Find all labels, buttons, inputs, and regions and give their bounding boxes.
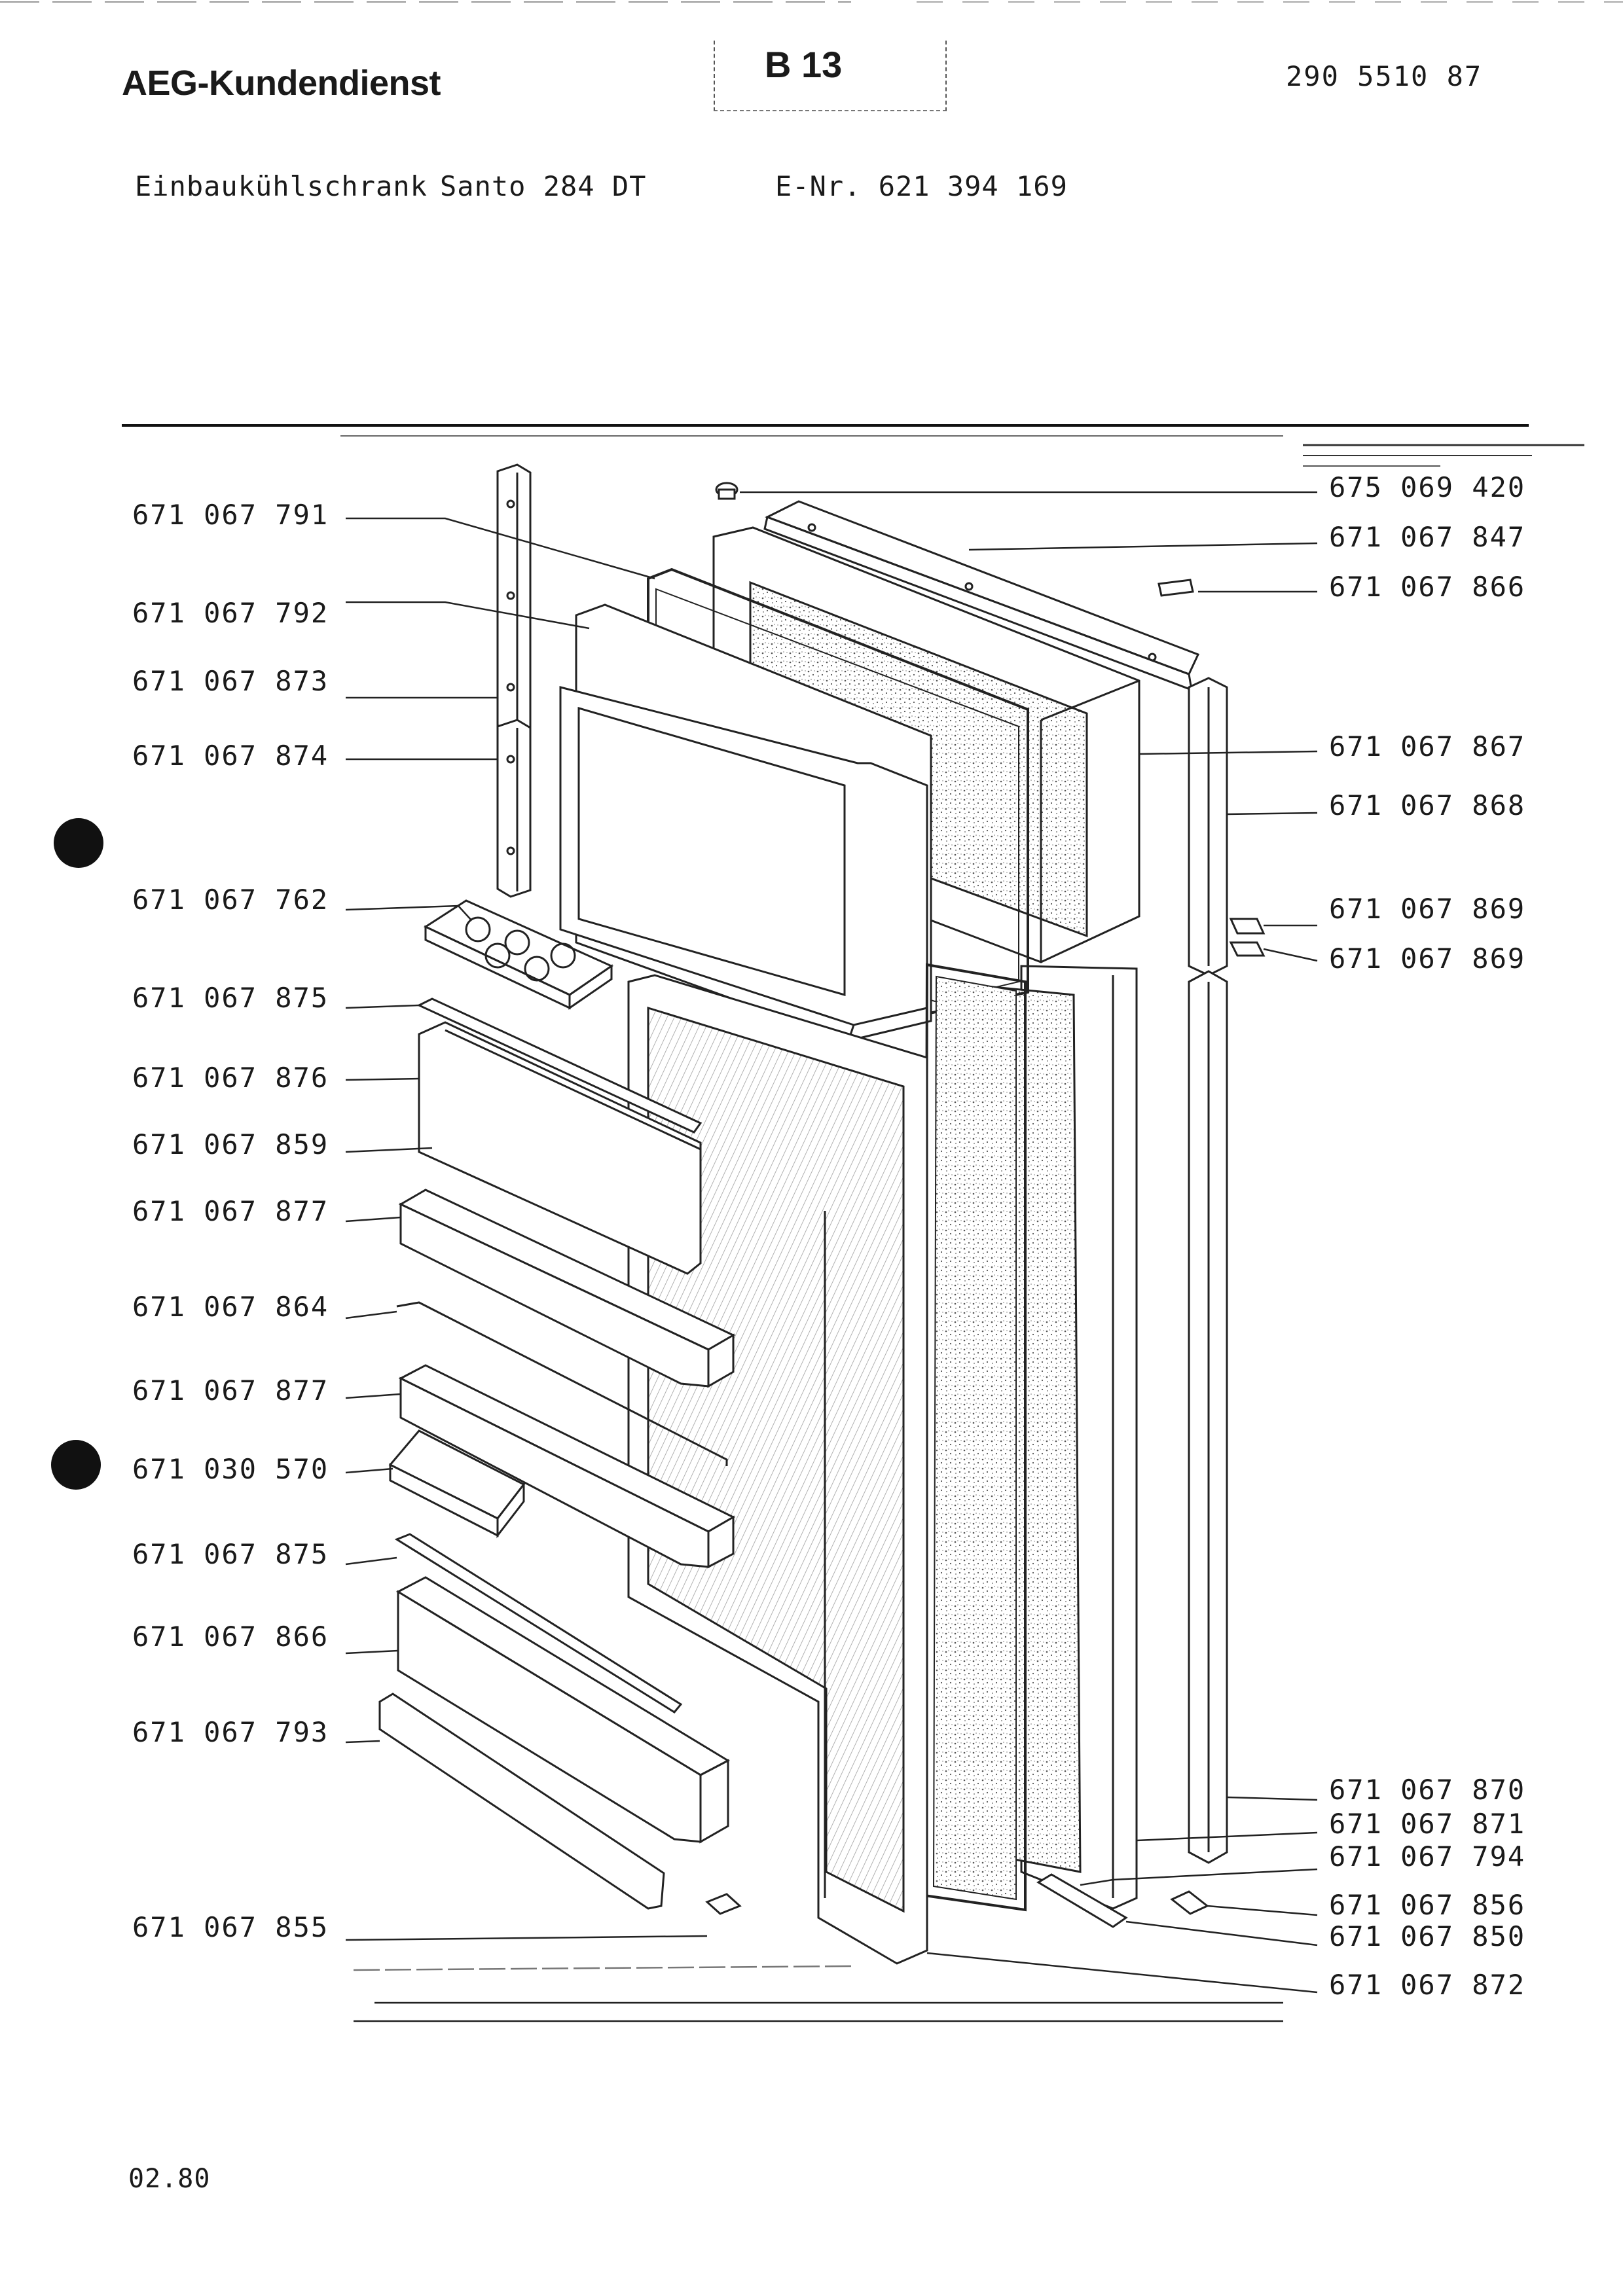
part-label-left-13: 671 067 875 xyxy=(132,1538,329,1570)
part-label-right-1: 675 069 420 xyxy=(1329,471,1526,503)
part-label-left-3: 671 067 873 xyxy=(132,665,329,697)
part-label-left-9: 671 067 877 xyxy=(132,1195,329,1227)
part-label-right-2: 671 067 847 xyxy=(1329,521,1526,553)
footer-date: 02.80 xyxy=(128,2164,211,2194)
marker-dot-egg-tray xyxy=(54,818,103,868)
part-label-left-5: 671 067 762 xyxy=(132,884,329,916)
left-hinge-strip-lower xyxy=(496,719,532,898)
shelf-retainer-bar-3 xyxy=(394,1533,683,1713)
dairy-box xyxy=(388,1429,526,1539)
leader-lines-right xyxy=(740,491,1318,1994)
product-model: Santo 284 DT xyxy=(440,170,647,202)
part-label-left-16: 671 067 855 xyxy=(132,1911,329,1943)
part-label-left-4: 671 067 874 xyxy=(132,740,329,772)
door-shelf-bottom xyxy=(395,1576,731,1844)
upper-door-inner-liner xyxy=(559,603,932,1042)
part-label-right-12: 671 067 850 xyxy=(1329,1920,1526,1952)
egg-tray xyxy=(423,899,614,1010)
part-label-right-13: 671 067 872 xyxy=(1329,1969,1526,2001)
part-label-left-1: 671 067 791 xyxy=(132,499,329,531)
part-label-left-10: 671 067 864 xyxy=(132,1291,329,1323)
marker-dot-dairy-box xyxy=(51,1440,101,1490)
part-label-right-7: 671 067 869 xyxy=(1329,942,1526,975)
brand-title: AEG-Kundendienst xyxy=(122,63,441,103)
left-hinge-strip-upper xyxy=(496,463,532,734)
bottom-cover-strip xyxy=(1036,1873,1128,1928)
screw-part xyxy=(715,482,739,500)
part-label-right-3: 671 067 866 xyxy=(1329,571,1526,603)
sheet-code-box xyxy=(714,41,947,111)
part-label-left-8: 671 067 859 xyxy=(132,1128,329,1160)
document-number: 290 5510 87 xyxy=(1286,60,1483,92)
door-shelf-middle xyxy=(398,1364,736,1569)
lower-right-hinge-strip xyxy=(1188,970,1228,1864)
part-label-left-7: 671 067 876 xyxy=(132,1062,329,1094)
door-shelf-upper xyxy=(398,1189,736,1388)
bottom-door-rail xyxy=(378,1693,665,1910)
hinge-clip-upper xyxy=(1229,918,1266,957)
butter-compartment-flap xyxy=(418,1021,702,1275)
part-label-left-14: 671 067 866 xyxy=(132,1621,329,1653)
leader-lines-left xyxy=(345,517,1283,2022)
product-e-number: E-Nr. 621 394 169 xyxy=(775,170,1068,202)
shelf-retainer-bar-2 xyxy=(396,1301,728,1466)
bottom-hinge-pin-right xyxy=(1170,1890,1209,1915)
lower-door-gasket xyxy=(922,963,1027,1912)
lower-door-inner-liner xyxy=(627,974,928,1965)
part-label-left-15: 671 067 793 xyxy=(132,1716,329,1748)
part-label-right-4: 671 067 867 xyxy=(1329,730,1526,762)
part-label-right-5: 671 067 868 xyxy=(1329,789,1526,821)
part-label-left-6: 671 067 875 xyxy=(132,982,329,1014)
cover-cap xyxy=(1158,579,1194,597)
shelf-retainer-bar-1 xyxy=(416,997,702,1134)
part-label-right-10: 671 067 794 xyxy=(1329,1840,1526,1873)
part-label-right-11: 671 067 856 xyxy=(1329,1889,1526,1921)
part-label-right-6: 671 067 869 xyxy=(1329,893,1526,925)
upper-right-hinge-strip xyxy=(1188,677,1228,977)
product-type: Einbaukühlschrank xyxy=(135,170,428,202)
part-label-left-11: 671 067 877 xyxy=(132,1374,329,1407)
bottom-hinge-pin-left xyxy=(705,1893,742,1915)
part-label-right-9: 671 067 871 xyxy=(1329,1808,1526,1840)
sheet-code: B 13 xyxy=(765,44,843,85)
part-label-right-8: 671 067 870 xyxy=(1329,1774,1526,1806)
part-label-left-2: 671 067 792 xyxy=(132,597,329,629)
part-label-left-12: 671 030 570 xyxy=(132,1453,329,1485)
